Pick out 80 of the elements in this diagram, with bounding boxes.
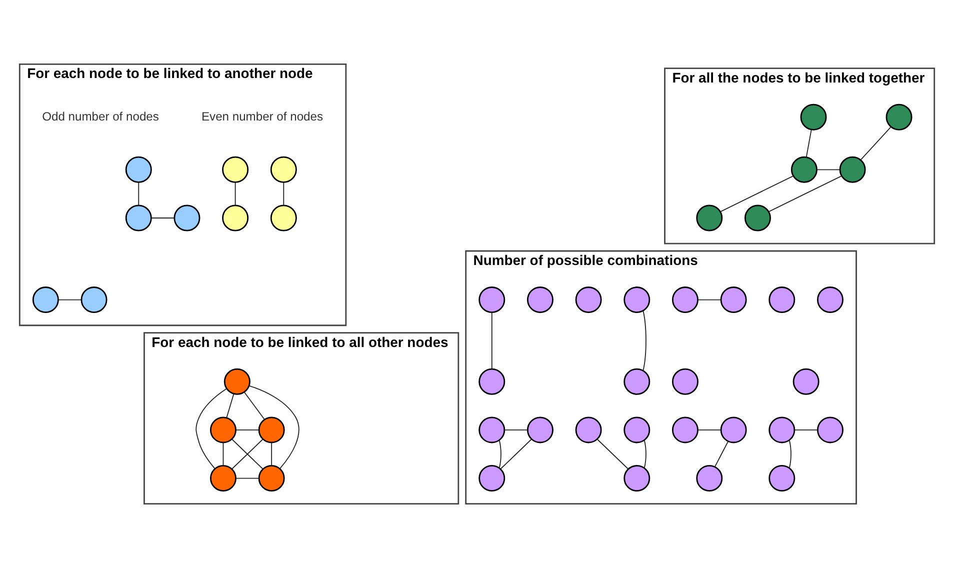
node-circle: [744, 204, 771, 231]
node-circle: [222, 204, 249, 231]
node-circle: [672, 368, 698, 394]
node-circle: [125, 204, 152, 231]
node-circle: [258, 464, 285, 492]
node-circle: [624, 416, 650, 443]
node-circle: [258, 416, 285, 443]
node-circle: [672, 286, 698, 313]
node-circle: [174, 204, 200, 231]
connector: [720, 174, 794, 212]
connector: [788, 439, 792, 468]
node-circle: [526, 286, 554, 313]
connector: [794, 428, 818, 430]
node-circle: [478, 286, 506, 313]
node-circle: [575, 416, 602, 443]
node-circle: [575, 286, 602, 313]
cluster: Number of possible combinations: [465, 250, 857, 504]
connector: [236, 428, 260, 430]
connector: [500, 438, 532, 469]
node-circle: [696, 464, 723, 492]
label: Odd number of nodes: [42, 108, 159, 123]
connector: [196, 388, 227, 469]
connector: [138, 181, 140, 206]
connector: [151, 217, 175, 218]
connector: [596, 438, 629, 469]
connector: [248, 384, 300, 468]
connector: [283, 181, 284, 206]
node-circle: [526, 416, 554, 443]
node-circle: [270, 156, 297, 182]
connector: [698, 298, 722, 300]
node-circle: [672, 416, 698, 443]
node-circle: [624, 464, 650, 492]
connector: [504, 428, 528, 430]
node-circle: [800, 103, 827, 130]
node-circle: [790, 156, 818, 182]
connector: [222, 442, 224, 466]
connector: [232, 438, 264, 469]
node-circle: [886, 103, 912, 130]
node-circle: [839, 156, 866, 182]
connector: [271, 442, 272, 466]
label: Even number of nodes: [202, 108, 324, 123]
node-circle: [125, 156, 152, 182]
node-circle: [270, 204, 297, 231]
connector: [806, 128, 812, 158]
connector: [498, 439, 502, 468]
node-circle: [768, 416, 796, 443]
connector: [644, 439, 646, 468]
connector: [244, 391, 265, 420]
connector: [768, 174, 842, 212]
node-circle: [210, 416, 236, 443]
connector: [234, 181, 236, 206]
node-circle: [80, 286, 108, 313]
node-circle: [696, 204, 723, 231]
cluster: For each node to be linked to all other nodes: [144, 332, 460, 504]
node-circle: [720, 286, 747, 313]
node-circle: [768, 286, 796, 313]
connector: [714, 440, 728, 467]
node-circle: [817, 416, 844, 443]
node-circle: [32, 286, 59, 313]
node-circle: [817, 286, 844, 313]
node-circle: [792, 368, 820, 394]
connector: [226, 392, 234, 418]
node-circle: [720, 416, 747, 443]
connector: [236, 477, 260, 478]
cluster: For all the nodes to be linked together: [664, 67, 936, 244]
node-circle: [624, 286, 650, 313]
connector: [698, 428, 722, 430]
node-circle: [624, 368, 650, 394]
connector: [860, 126, 892, 160]
node-circle: [210, 464, 236, 492]
connector: [58, 298, 82, 300]
connector: [642, 310, 646, 371]
node-circle: [224, 368, 250, 394]
node-circle: [478, 416, 506, 443]
node-circle: [478, 464, 506, 492]
node-circle: [768, 464, 796, 492]
node-circle: [478, 368, 506, 394]
connector: [816, 168, 840, 170]
node-circle: [222, 156, 249, 182]
connector: [491, 312, 492, 369]
